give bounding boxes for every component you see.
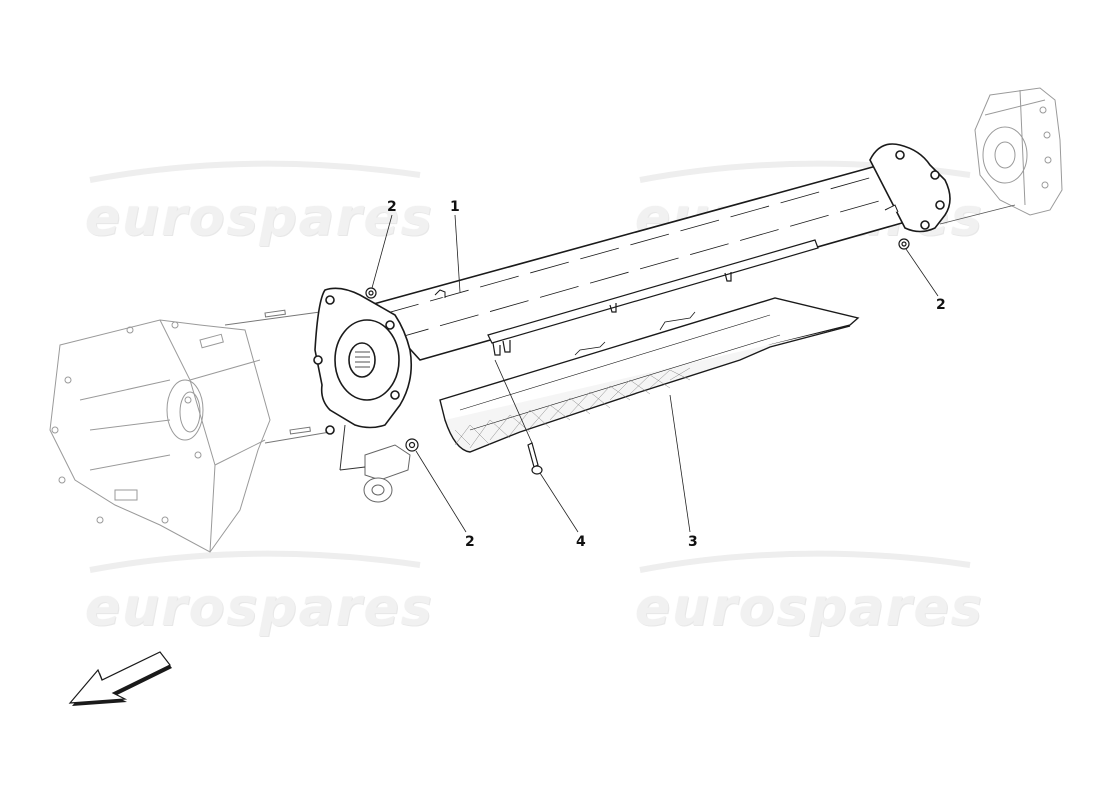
rear-gearbox (974, 87, 1063, 216)
watermark-bottom-left: eurospares (85, 578, 434, 638)
heat-shield-mesh (454, 367, 691, 449)
callout-2-nut-right: 2 (936, 297, 946, 313)
callout-3-heat-shield: 3 (688, 534, 698, 550)
callout-2-nut-bottom: 2 (465, 534, 475, 550)
callout-1-transmission-tube: 1 (450, 199, 460, 215)
callout-4-screw: 4 (576, 534, 586, 550)
heat-shield (439, 297, 860, 453)
callout-2-nut-top: 2 (387, 199, 397, 215)
leader-lines (371, 214, 939, 533)
stud-right (939, 204, 1016, 225)
transmission-tube (313, 143, 951, 435)
front-direction-arrow-icon (68, 651, 172, 706)
watermark-bottom-right: eurospares (635, 578, 984, 638)
nut-top-left (365, 287, 377, 299)
mounting-rail (487, 239, 819, 356)
bell-housing (49, 319, 271, 553)
mount-bracket (339, 424, 411, 503)
studs-left (224, 309, 331, 444)
nut-right (898, 238, 910, 250)
watermark-top-left: eurospares (85, 188, 434, 248)
screw (527, 442, 543, 475)
nut-bottom (405, 438, 419, 452)
